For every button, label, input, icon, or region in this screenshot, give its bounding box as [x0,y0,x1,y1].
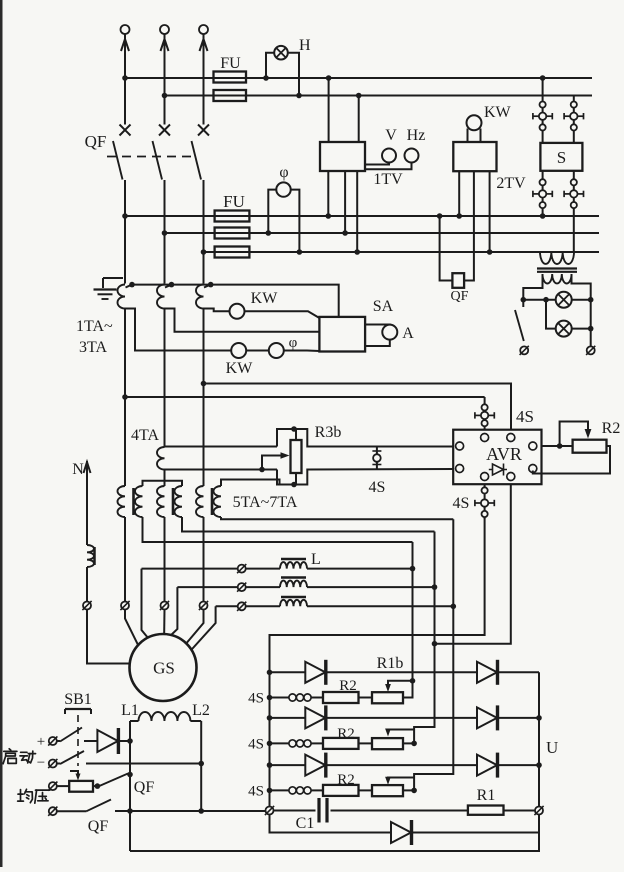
svg-text:1TA~: 1TA~ [76,318,113,335]
svg-text:QF: QF [85,132,107,151]
svg-text:KW: KW [484,104,512,121]
svg-text:+: + [37,734,45,750]
svg-text:4S: 4S [369,479,386,496]
svg-text:FU: FU [223,192,245,211]
svg-text:φ: φ [289,335,298,351]
svg-text:KW: KW [251,290,279,307]
svg-text:3TA: 3TA [79,339,107,356]
svg-text:4S: 4S [248,736,264,752]
svg-text:R2: R2 [337,726,355,742]
svg-text:SB1: SB1 [64,691,92,708]
svg-text:R2: R2 [339,678,357,694]
svg-text:φ: φ [279,164,288,181]
svg-text:H: H [299,37,311,54]
svg-text:FU: FU [220,55,241,72]
svg-text:QF: QF [134,779,155,796]
svg-text:GS: GS [153,659,175,678]
svg-text:Hz: Hz [407,127,426,144]
svg-text:4S: 4S [248,783,264,799]
svg-text:N: N [72,461,84,478]
svg-text:R2: R2 [602,420,621,437]
svg-text:S: S [557,148,566,167]
svg-text:V: V [385,127,397,144]
svg-text:AVR: AVR [486,444,522,464]
svg-text:2TV: 2TV [496,175,526,192]
svg-text:R3b: R3b [315,424,342,441]
svg-text:4S: 4S [248,691,264,707]
svg-text:4TA: 4TA [131,427,159,444]
svg-text:4S: 4S [516,407,534,426]
svg-text:KW: KW [226,360,254,377]
svg-text:L: L [311,551,321,568]
svg-text:R1: R1 [477,787,496,804]
svg-text:−: − [37,755,45,771]
svg-text:1TV: 1TV [373,171,403,188]
svg-text:L1: L1 [121,702,139,719]
svg-text:L2: L2 [192,702,210,719]
svg-text:5TA~7TA: 5TA~7TA [233,494,298,511]
svg-text:SA: SA [373,298,394,315]
svg-text:R1b: R1b [377,655,404,672]
svg-text:U: U [546,738,558,757]
svg-text:C1: C1 [296,815,315,832]
svg-text:QF: QF [88,818,109,835]
svg-text:A: A [402,325,414,342]
svg-text:4S: 4S [453,495,470,512]
svg-text:QF: QF [451,289,469,304]
